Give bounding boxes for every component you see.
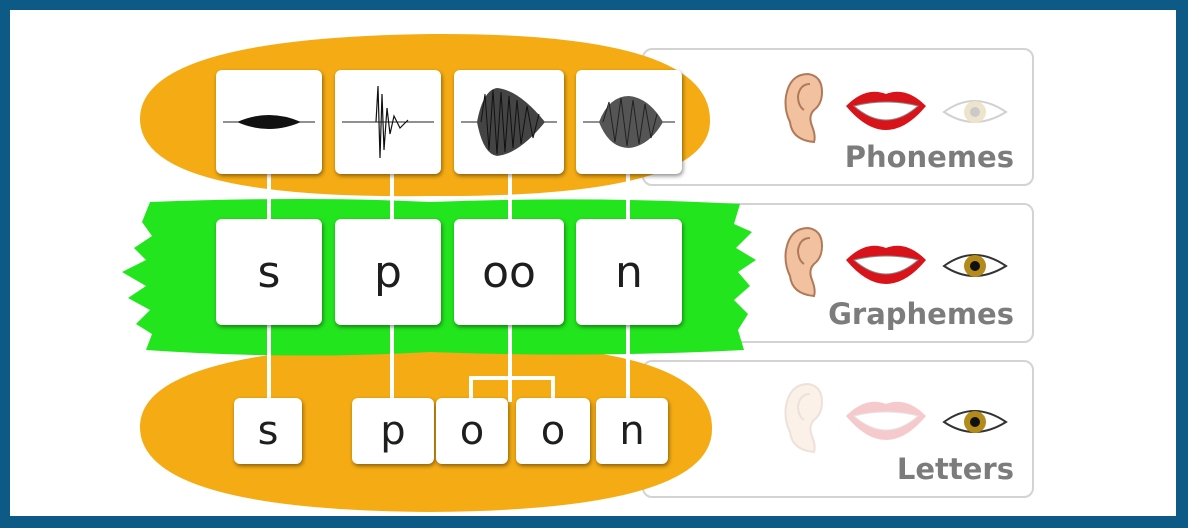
phoneme-tile-s (216, 70, 322, 174)
waveform-icon (457, 72, 561, 172)
ear-icon (780, 224, 826, 300)
mouth-icon (842, 238, 930, 286)
waveform-icon (219, 72, 319, 172)
phoneme-tile-oo (454, 70, 564, 174)
grapheme-text: n (615, 247, 643, 298)
eye-icon (940, 242, 1010, 286)
letter-text: s (258, 408, 279, 454)
grapheme-text: p (374, 247, 402, 298)
phoneme-tile-n (576, 70, 682, 174)
letter-text: n (619, 408, 644, 454)
ear-icon (780, 380, 826, 456)
eye-icon (940, 88, 1010, 132)
letter-tile: n (596, 398, 668, 464)
letter-text: p (380, 408, 405, 454)
diagram-canvas: Phonemes Graphemes Letters (10, 10, 1176, 516)
grapheme-tile: n (576, 219, 682, 325)
letter-text: o (460, 408, 484, 454)
grapheme-text: oo (482, 247, 536, 298)
grapheme-tile: oo (454, 219, 564, 325)
grapheme-tile: s (216, 219, 322, 325)
letter-tile: s (234, 398, 302, 464)
grapheme-text: s (258, 247, 281, 298)
phoneme-tile-p (335, 70, 441, 174)
waveform-icon (579, 72, 679, 172)
letter-tile: o (516, 398, 590, 464)
waveform-icon (338, 72, 438, 172)
letter-text: o (541, 408, 565, 454)
mouth-icon (842, 394, 930, 442)
letter-tile: p (352, 398, 434, 464)
ear-icon (780, 70, 826, 146)
eye-icon (940, 398, 1010, 442)
letter-tile: o (436, 398, 508, 464)
mouth-icon (842, 84, 930, 132)
grapheme-tile: p (335, 219, 441, 325)
